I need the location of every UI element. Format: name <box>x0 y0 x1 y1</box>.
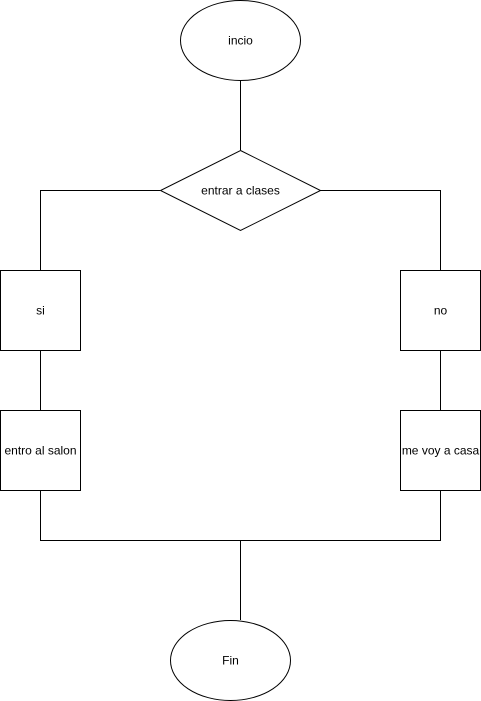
no-action-node: me voy a casa <box>400 410 481 491</box>
edge-merge-right <box>240 490 441 541</box>
yes-label: si <box>36 304 45 318</box>
end-node: Fin <box>170 620 291 701</box>
decision-node: entrar a clases <box>159 149 322 232</box>
no-node: no <box>400 270 481 351</box>
yes-action-label: entro al salon <box>4 444 76 458</box>
edge-merge-left <box>40 490 241 541</box>
edge-decision-to-si <box>40 190 160 270</box>
decision-label: entrar a clases <box>201 184 280 198</box>
no-label: no <box>434 304 448 318</box>
start-label: incio <box>228 34 253 48</box>
end-label: Fin <box>222 654 239 668</box>
start-node: incio <box>180 0 301 81</box>
edge-decision-to-no <box>320 190 441 270</box>
no-action-label: me voy a casa <box>402 444 480 458</box>
yes-node: si <box>0 270 81 351</box>
connectors <box>40 80 441 620</box>
yes-action-node: entro al salon <box>0 410 81 491</box>
